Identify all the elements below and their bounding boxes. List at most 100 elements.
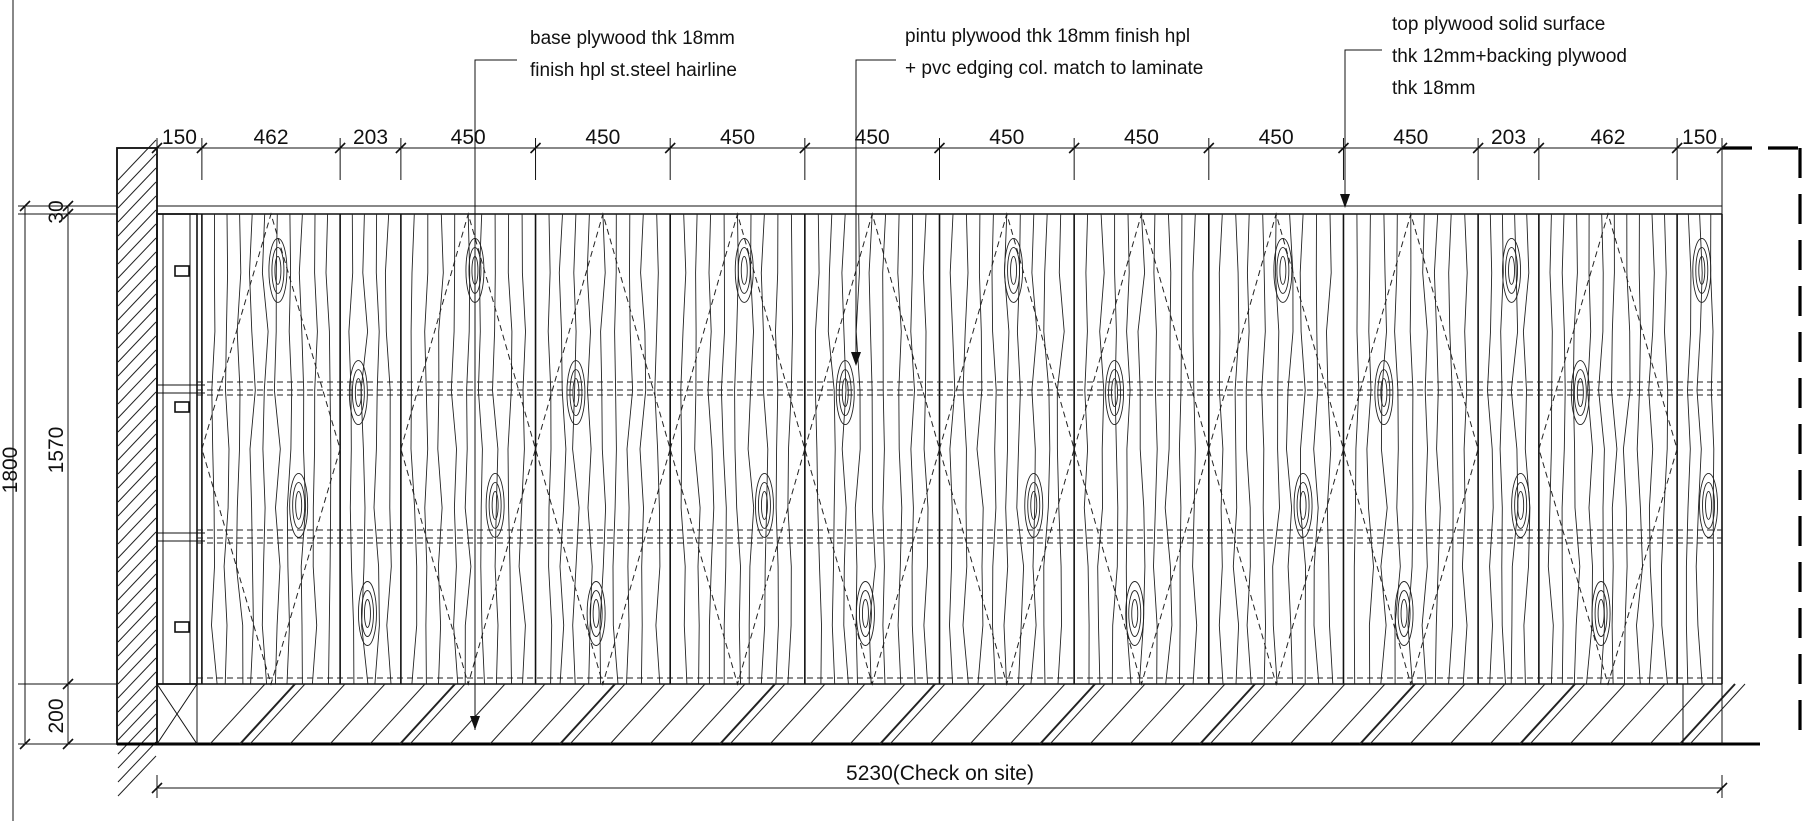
wood-grain-line bbox=[1622, 213, 1631, 685]
door-panels bbox=[201, 212, 1723, 686]
wood-grain-line bbox=[1178, 213, 1183, 685]
wood-knot bbox=[1705, 490, 1712, 520]
wood-grain-line bbox=[897, 213, 903, 685]
note-top-line2: thk 12mm+backing plywood bbox=[1392, 46, 1627, 67]
wood-grain-line bbox=[787, 213, 793, 685]
wood-grain-line bbox=[249, 213, 256, 685]
wood-grain-line bbox=[325, 213, 332, 685]
wood-knot bbox=[1279, 255, 1287, 285]
wood-grain-line bbox=[1153, 213, 1158, 685]
wood-grain-line bbox=[311, 213, 318, 685]
wood-knot bbox=[1502, 237, 1521, 303]
wood-knot bbox=[1131, 599, 1139, 628]
wood-knot bbox=[1108, 369, 1122, 417]
wood-knot bbox=[1374, 360, 1394, 426]
wood-knot bbox=[586, 581, 606, 646]
wood-grain-line bbox=[694, 213, 701, 685]
wood-grain-line bbox=[1561, 213, 1566, 685]
note-top-line1: top plywood solid surface bbox=[1392, 14, 1605, 35]
wood-grain-line bbox=[962, 213, 969, 685]
wood-grain-line bbox=[991, 213, 997, 685]
wood-grain-line bbox=[1097, 213, 1105, 685]
wood-grain-line bbox=[507, 213, 513, 685]
wood-grain-line bbox=[720, 213, 727, 684]
dim-tick-slash bbox=[1533, 142, 1545, 154]
wood-grain-line bbox=[1261, 213, 1266, 685]
wood-knot bbox=[835, 360, 855, 426]
vertical-dim-base: 200 bbox=[45, 698, 68, 733]
wood-knot bbox=[361, 590, 374, 637]
door-swing-marker bbox=[201, 212, 341, 686]
wood-knot bbox=[1024, 472, 1044, 538]
wood-grain-line bbox=[1487, 213, 1494, 685]
wood-knot bbox=[757, 481, 771, 529]
wood-grain-line bbox=[384, 213, 392, 685]
dim-tick-slash bbox=[1068, 142, 1080, 154]
wood-grain-line bbox=[1661, 213, 1669, 685]
vertical-dim-overall: 1800 bbox=[0, 447, 22, 494]
note-door-line1: pintu plywood thk 18mm finish hpl bbox=[905, 26, 1190, 47]
dim-tick-slash bbox=[1203, 142, 1215, 154]
wood-grain-line bbox=[1611, 213, 1618, 685]
dim-tick-slash bbox=[933, 142, 946, 154]
door-swing-marker bbox=[669, 212, 806, 686]
wood-knot bbox=[351, 369, 365, 417]
wood-knot bbox=[737, 246, 751, 294]
wood-knot bbox=[1698, 255, 1706, 285]
wood-grain-line bbox=[450, 213, 459, 685]
wood-grain-line bbox=[1499, 213, 1506, 685]
dim-tick-slash bbox=[1671, 142, 1683, 154]
wood-grain-line bbox=[1030, 213, 1038, 685]
wood-grain-line bbox=[1433, 213, 1441, 685]
dim-label-2: 203 bbox=[353, 126, 388, 149]
note-base-line1: base plywood thk 18mm bbox=[530, 28, 735, 49]
wood-grain-line bbox=[1421, 213, 1428, 685]
note-base: base plywood thk 18mm finish hpl st.stee… bbox=[470, 28, 737, 730]
dim-label-9: 450 bbox=[1259, 126, 1294, 149]
wood-grain-line bbox=[827, 213, 836, 685]
wood-grain-line bbox=[410, 213, 418, 685]
dim-tick-slash bbox=[799, 142, 811, 154]
wood-grain-line bbox=[1245, 213, 1252, 685]
wood-grain-line bbox=[1111, 214, 1119, 685]
door-swing-marker bbox=[1538, 212, 1678, 686]
dim-label-10: 450 bbox=[1393, 126, 1428, 149]
wood-grain-line bbox=[1003, 213, 1010, 685]
wood-grain-line bbox=[1461, 213, 1468, 685]
wood-grain-line bbox=[1448, 213, 1454, 685]
wood-grain-line bbox=[348, 213, 355, 685]
wood-grain-line bbox=[373, 213, 380, 685]
wood-grain-line bbox=[1326, 213, 1334, 685]
wood-knot bbox=[1514, 481, 1528, 529]
wood-grain-line bbox=[1685, 213, 1692, 685]
hinge-icons bbox=[174, 265, 190, 633]
wood-grain-line bbox=[882, 213, 887, 685]
wood-knot bbox=[1702, 481, 1715, 529]
wood-grain-line bbox=[1636, 213, 1643, 685]
vertical-dim-top-strip: 30 bbox=[45, 200, 68, 223]
wood-knot bbox=[1594, 590, 1608, 637]
wood-grain-line bbox=[760, 213, 769, 685]
wall-section bbox=[116, 139, 158, 797]
wood-grain-line bbox=[1648, 213, 1655, 685]
wood-grain-line bbox=[261, 213, 269, 685]
wood-knot bbox=[1397, 590, 1411, 637]
wood-knot bbox=[1576, 378, 1584, 408]
wood-grain-line bbox=[211, 213, 218, 685]
wood-grain-line bbox=[922, 213, 929, 685]
wood-grain-line bbox=[1353, 213, 1360, 685]
wood-knot bbox=[1276, 246, 1290, 294]
dim-label-8: 450 bbox=[1124, 126, 1159, 149]
wood-grain-line bbox=[910, 213, 916, 685]
wood-knot bbox=[592, 599, 600, 628]
wood-grain-line bbox=[1286, 213, 1294, 685]
wood-knot bbox=[589, 590, 603, 637]
dim-label-6: 450 bbox=[855, 126, 890, 149]
side-panel-left bbox=[156, 213, 205, 685]
wood-knot bbox=[566, 360, 586, 426]
wood-knot bbox=[1511, 472, 1531, 538]
wood-knot bbox=[1394, 581, 1414, 646]
wood-grain-line bbox=[1710, 213, 1715, 685]
door-swing-marker bbox=[1342, 212, 1479, 686]
